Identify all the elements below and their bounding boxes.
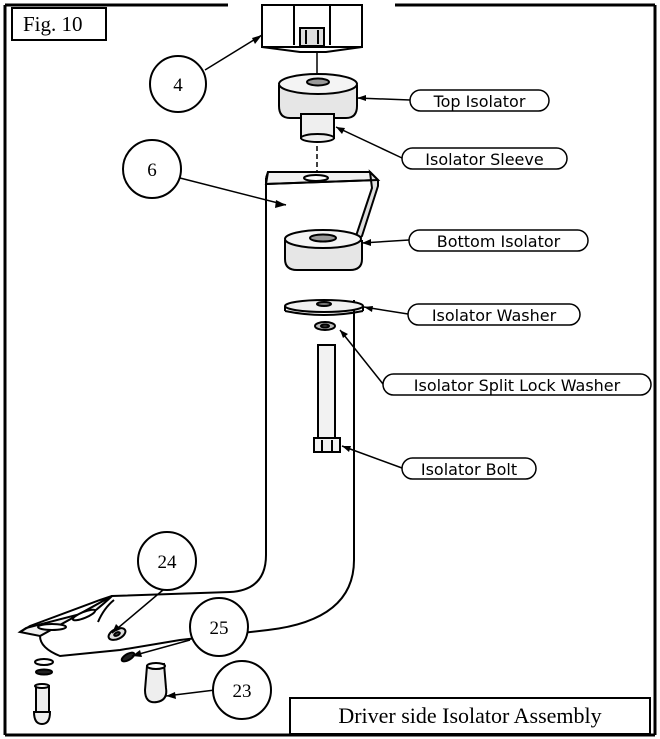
- top-isolator-part: [278, 73, 358, 119]
- outer-border: [3, 3, 657, 737]
- callout-circles: [122, 55, 272, 720]
- callout-6: 6: [147, 160, 157, 181]
- label-isolator-sleeve: Isolator Sleeve: [425, 150, 543, 169]
- callout-4: 4: [173, 75, 183, 96]
- callout-23: 23: [233, 681, 252, 702]
- leader-arrowheads: [112, 35, 373, 699]
- figure-label: Fig. 10: [11, 7, 107, 41]
- split-lock-washer-part: [314, 321, 336, 331]
- isolator-sleeve-part: [300, 113, 335, 143]
- leader-lines: [111, 34, 411, 697]
- bracket-arm: [17, 169, 381, 658]
- label-bottom-isolator: Bottom Isolator: [437, 232, 561, 251]
- callout-24: 24: [158, 552, 178, 573]
- callout-25: 25: [210, 618, 229, 639]
- label-isolator-split-lock-washer: Isolator Split Lock Washer: [414, 376, 621, 395]
- label-isolator-washer: Isolator Washer: [432, 306, 557, 325]
- isolator-washer-part: [284, 299, 364, 316]
- label-top-isolator: Top Isolator: [433, 92, 526, 111]
- label-isolator-bolt: Isolator Bolt: [421, 460, 517, 479]
- foot-hardware: [32, 627, 168, 726]
- bottom-isolator-part: [284, 229, 363, 271]
- isolator-bolt-part: [313, 344, 341, 453]
- top-mount-bracket: [261, 4, 363, 53]
- figure-caption: Driver side Isolator Assembly: [289, 697, 651, 735]
- part-label-shapes: [382, 89, 652, 480]
